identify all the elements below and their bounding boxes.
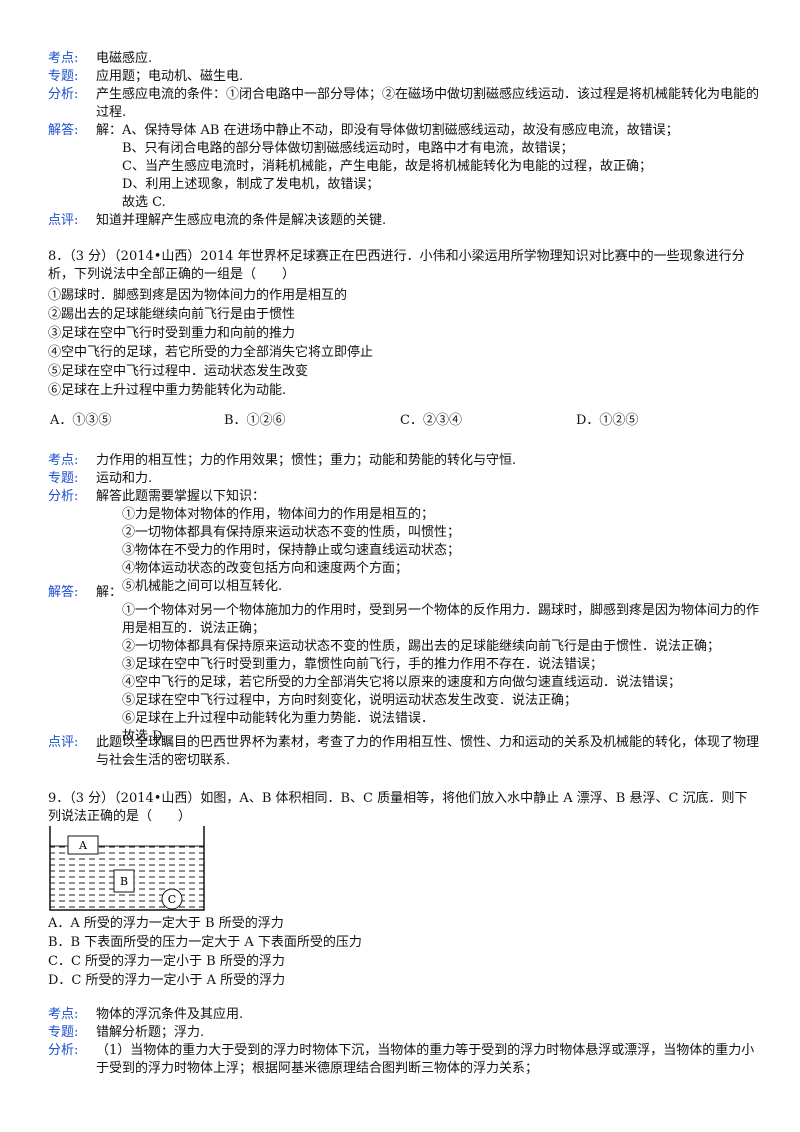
option-c[interactable]: C．C 所受的浮力一定小于 B 所受的浮力 [48,954,285,969]
jieda-label: 解答: [48,585,79,600]
zhuanti-label: 专题: [48,69,79,84]
jieda-body: 解： ①一个物体对另一个物体施加力的作用时，受到另一个物体的反作用力．踢球时，脚… [96,584,760,746]
kaodian-text: 力作用的相互性；力的作用效果；惯性；重力；动能和势能的转化与守恒. [96,453,517,468]
q9-stem: 9．（3 分）（2014•山西）如图，A、B 体积相同．B、C 质量相等，将他们… [48,791,748,824]
container [49,826,205,911]
option-a[interactable]: A．①③⑤ [50,413,112,428]
block-b: B [113,869,135,893]
option-b[interactable]: B．B 下表面所受的压力一定大于 A 下表面所受的压力 [48,935,362,950]
jieda-line: ⑥足球在上升过程中动能转化为重力势能．说法错误． [122,711,435,726]
jieda-line: 故选 D. [122,729,167,744]
ball-c: C [161,888,183,910]
fenxi-label: 分析: [48,1043,79,1058]
dianping-label: 点评: [48,735,79,750]
svg-text:B: B [120,875,128,888]
fenxi-line: ⑤机械能之间可以相互转化. [122,579,283,594]
fenxi-line: ②一切物体都具有保持原来运动状态不变的性质，叫惯性； [122,525,461,540]
fenxi-line: ①力是物体对物体的作用，物体间力的作用是相互的； [122,507,435,522]
option-d[interactable]: D．①②⑤ [576,413,639,428]
jieda-line: 故选 C. [122,195,166,210]
jieda-line: 解： [96,585,123,600]
option-b[interactable]: B．①②⑥ [224,413,286,428]
q9-options: A．A 所受的浮力一定大于 B 所受的浮力 B．B 下表面所受的压力一定大于 A… [48,914,760,990]
dianping-text: 此题以全球瞩目的巴西世界杯为素材，考查了力的作用相互性、惯性、力和运动的关系及机… [96,735,760,768]
fenxi-text: 产生感应电流的条件：①闭合电路中一部分导体；②在磁场中做切割磁感应线运动．该过程… [96,87,760,120]
kaodian-label: 考点: [48,453,79,468]
svg-text:A: A [78,839,88,852]
q8-items: ①踢球时．脚感到疼是因为物体间力的作用是相互的 ②踢出去的足球能继续向前飞行是由… [48,286,760,400]
option-c[interactable]: C．②③④ [400,413,462,428]
statement-item: ④空中飞行的足球，若它所受的力全部消失它将立即停止 [48,345,374,360]
jieda-body: 解：A、保持导体 AB 在进场中静止不动，即没有导体做切割磁感线运动，故没有感应… [96,122,760,212]
statement-item: ⑥足球在上升过程中重力势能转化为动能. [48,383,287,398]
statement-item: ③足球在空中飞行时受到重力和向前的推力 [48,326,296,341]
svg-text:C: C [168,893,176,906]
q8-stem: 8．（3 分）（2014•山西）2014 年世界杯足球赛正在巴西进行．小伟和小梁… [48,249,745,282]
jieda-line: B、只有闭合电路的部分导体做切割磁感线运动时，电路中才有电流，故错误； [122,141,574,156]
dianping-label: 点评: [48,213,79,228]
jieda-line: ②一切物体都具有保持原来运动状态不变的性质，踢出去的足球能继续向前飞行是由于惯性… [122,639,721,654]
jieda-line: ⑤足球在空中飞行过程中，方向时刻变化，说明运动状态发生改变．说法正确； [122,693,578,708]
jieda-line: D、利用上述现象，制成了发电机，故错误； [122,177,380,192]
q8-options: A．①③⑤ B．①②⑥ C．②③④ D．①②⑤ [48,412,768,430]
fenxi-label: 分析: [48,489,79,504]
zhuanti-text: 应用题；电动机、磁生电. [96,69,244,84]
zhuanti-label: 专题: [48,1025,79,1040]
dianping-text: 知道并理解产生感应电流的条件是解决该题的关键. [96,213,387,228]
fenxi-body: 解答此题需要掌握以下知识： ①力是物体对物体的作用，物体间力的作用是相互的； ②… [96,488,760,596]
fenxi-line: 解答此题需要掌握以下知识： [96,489,266,504]
kaodian-text: 电磁感应. [96,51,153,66]
statement-item: ①踢球时．脚感到疼是因为物体间力的作用是相互的 [48,288,348,303]
kaodian-text: 物体的浮沉条件及其应用. [96,1007,244,1022]
option-a[interactable]: A．A 所受的浮力一定大于 B 所受的浮力 [48,916,284,931]
jieda-line: ④空中飞行的足球，若它所受的力全部消失它将以原来的速度和方向做匀速直线运动．说法… [122,675,682,690]
zhuanti-label: 专题: [48,471,79,486]
zhuanti-text: 运动和力. [96,471,153,486]
statement-item: ⑤足球在空中飞行过程中．运动状态发生改变 [48,364,309,379]
jieda-line: ①一个物体对另一个物体施加力的作用时，受到另一个物体的反作用力．踢球时，脚感到疼… [122,603,760,636]
kaodian-label: 考点: [48,1007,79,1022]
buoyancy-diagram: A B C [49,826,205,911]
kaodian-label: 考点: [48,51,79,66]
option-d[interactable]: D．C 所受的浮力一定小于 A 所受的浮力 [48,973,286,988]
block-a: A [67,835,99,855]
jieda-line: 解：A、保持导体 AB 在进场中静止不动，即没有导体做切割磁感线运动，故没有感应… [96,123,679,138]
jieda-line: ③足球在空中飞行时受到重力，靠惯性向前飞行，手的推力作用不存在．说法错误； [122,657,604,672]
jieda-line: C、当产生感应电流时，消耗机械能，产生电能，故是将机械能转化为电能的过程，故正确… [122,159,652,174]
zhuanti-text: 错解分析题；浮力. [96,1025,205,1040]
fenxi-label: 分析: [48,87,79,102]
fenxi-line: ③物体在不受力的作用时，保持静止或匀速直线运动状态； [122,543,461,558]
fenxi-line: ④物体运动状态的改变包括方向和速度两个方面； [122,561,409,576]
jieda-label: 解答: [48,123,79,138]
statement-item: ②踢出去的足球能继续向前飞行是由于惯性 [48,307,296,322]
fenxi-text: （1）当物体的重力大于受到的浮力时物体下沉，当物体的重力等于受到的浮力时物体悬浮… [96,1043,755,1076]
